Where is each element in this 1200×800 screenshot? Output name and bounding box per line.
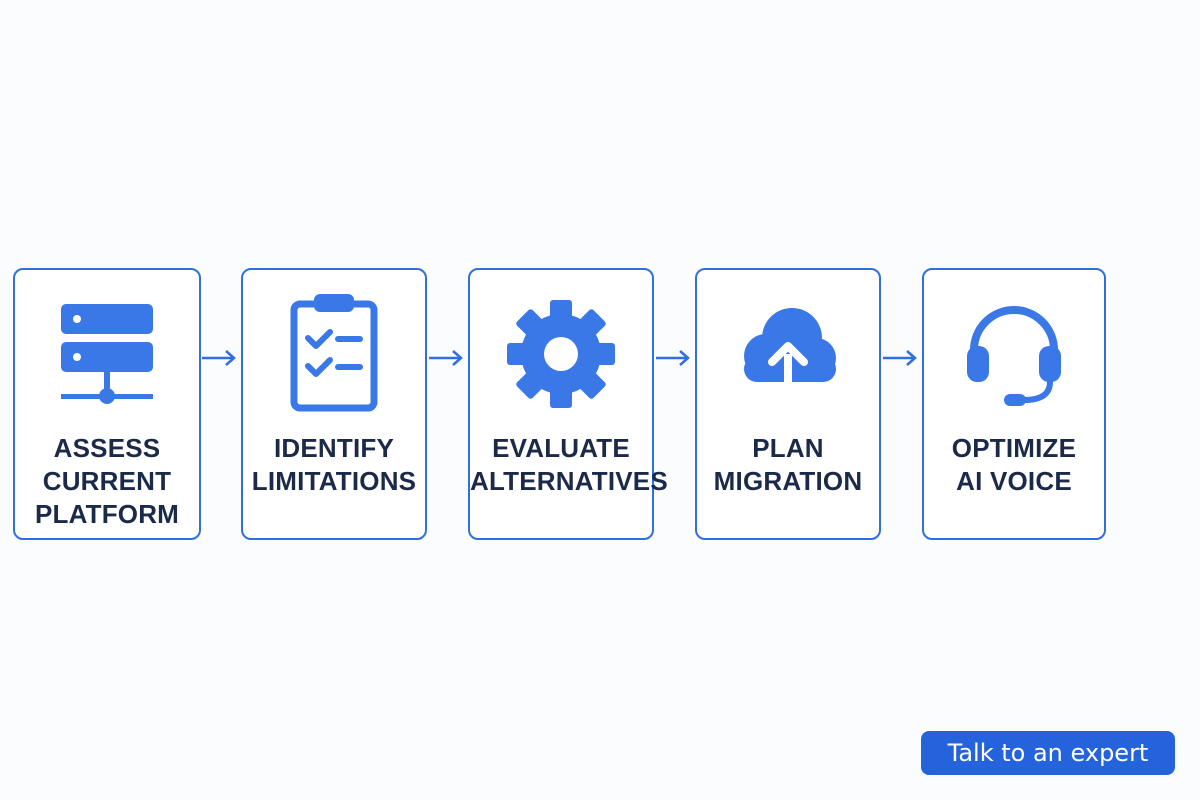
step-label: EVALUATE ALTERNATIVES [470,433,668,496]
step-optimize: OPTIMIZE AI VOICE [922,268,1106,540]
step-assess: ASSESS CURRENT PLATFORM [13,268,201,540]
flow-arrow-3 [655,346,691,370]
step-label: ASSESS CURRENT PLATFORM [34,433,180,529]
step-label: OPTIMIZE AI VOICE [951,433,1077,496]
headset-icon [954,294,1074,414]
gear-icon [501,294,621,414]
cloud-upload-icon [728,294,848,414]
flow-arrow-4 [882,346,918,370]
step-label: IDENTIFY LIMITATIONS [251,433,417,496]
step-evaluate: EVALUATE ALTERNATIVES [468,268,668,540]
step-label: PLAN MIGRATION [713,433,863,496]
flow-arrow-2 [428,346,464,370]
step-identify: IDENTIFY LIMITATIONS [241,268,427,540]
step-plan: PLAN MIGRATION [695,268,881,540]
talk-to-expert-button[interactable]: Talk to an expert [921,731,1175,775]
server-icon [47,294,167,414]
flow-arrow-1 [201,346,237,370]
clipboard-checklist-icon [274,294,394,414]
